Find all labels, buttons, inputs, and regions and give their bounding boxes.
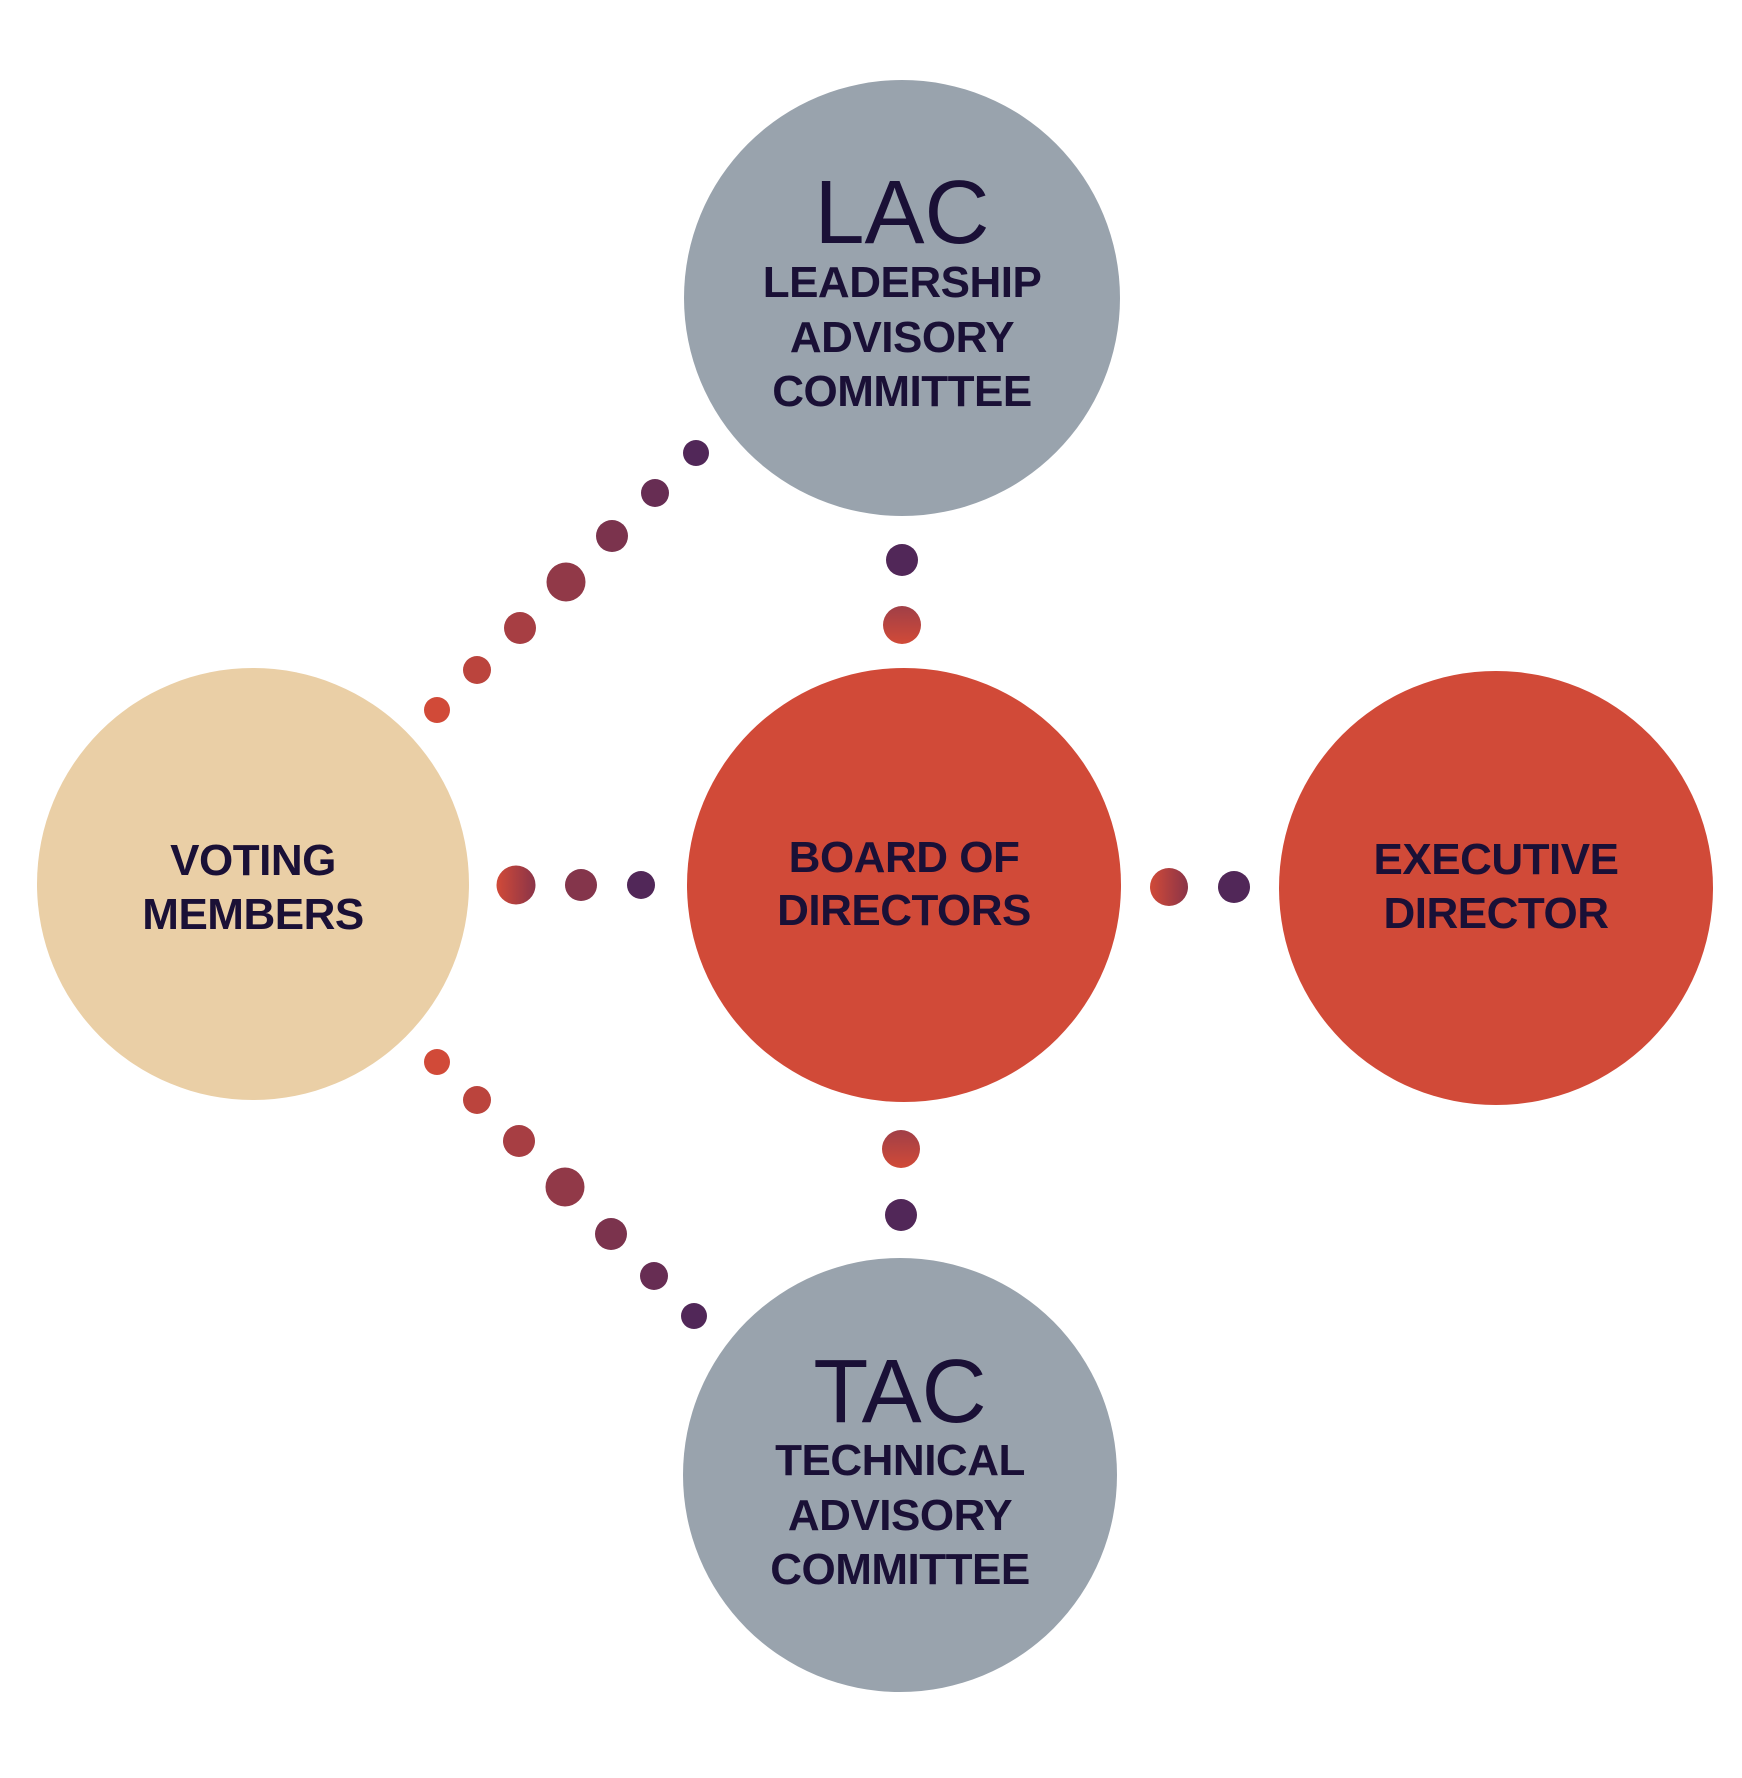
node-lac: LAC LEADERSHIP ADVISORY COMMITTEE: [684, 80, 1120, 516]
connector-dot: [1218, 871, 1250, 903]
connector-dot: [683, 440, 709, 466]
connector-dot: [595, 1218, 627, 1250]
connector-dot: [681, 1303, 707, 1329]
board-circle: [687, 668, 1121, 1102]
connector-dot: [463, 656, 491, 684]
voting-circle: [37, 668, 469, 1100]
connector-dot: [596, 520, 628, 552]
tac-line-1: TECHNICAL: [775, 1436, 1025, 1485]
connector-dot: [463, 1086, 491, 1114]
connector-dot: [1150, 868, 1188, 906]
connector-dot: [504, 612, 536, 644]
lac-line-2: ADVISORY: [790, 313, 1014, 362]
connector-dot: [424, 697, 450, 723]
tac-circle: [683, 1258, 1117, 1692]
board-line-2: DIRECTORS: [777, 886, 1031, 935]
connector-dot: [886, 544, 918, 576]
connector-dot: [885, 1199, 917, 1231]
connector-dot: [546, 562, 586, 602]
connector-dot: [545, 1167, 585, 1207]
lac-line-3: COMMITTEE: [772, 367, 1031, 416]
connector-dot: [641, 479, 669, 507]
connector-dot: [565, 869, 597, 901]
connector-dot: [627, 871, 655, 899]
executive-line-2: DIRECTOR: [1384, 889, 1609, 938]
voting-line-1: VOTING: [170, 836, 336, 885]
connector-dot: [503, 1125, 535, 1157]
executive-circle: [1279, 671, 1713, 1105]
executive-line-1: EXECUTIVE: [1374, 835, 1619, 884]
lac-line-1: LEADERSHIP: [763, 258, 1042, 307]
node-tac: TAC TECHNICAL ADVISORY COMMITTEE: [683, 1258, 1117, 1692]
node-voting-members: VOTING MEMBERS: [37, 668, 469, 1100]
board-line-1: BOARD OF: [789, 833, 1020, 882]
node-executive-director: EXECUTIVE DIRECTOR: [1279, 671, 1713, 1105]
node-board-of-directors: BOARD OF DIRECTORS: [687, 668, 1121, 1102]
connector-dot: [882, 1130, 920, 1168]
tac-abbr: TAC: [813, 1342, 986, 1442]
tac-line-2: ADVISORY: [788, 1491, 1012, 1540]
connector-dot: [424, 1049, 450, 1075]
connector-dot: [496, 865, 536, 905]
connector-dot: [640, 1262, 668, 1290]
tac-line-3: COMMITTEE: [770, 1545, 1029, 1594]
lac-circle: [684, 80, 1120, 516]
connectors: [424, 440, 1250, 1329]
voting-line-2: MEMBERS: [142, 890, 363, 939]
connector-dot: [883, 606, 921, 644]
lac-abbr: LAC: [814, 163, 989, 263]
